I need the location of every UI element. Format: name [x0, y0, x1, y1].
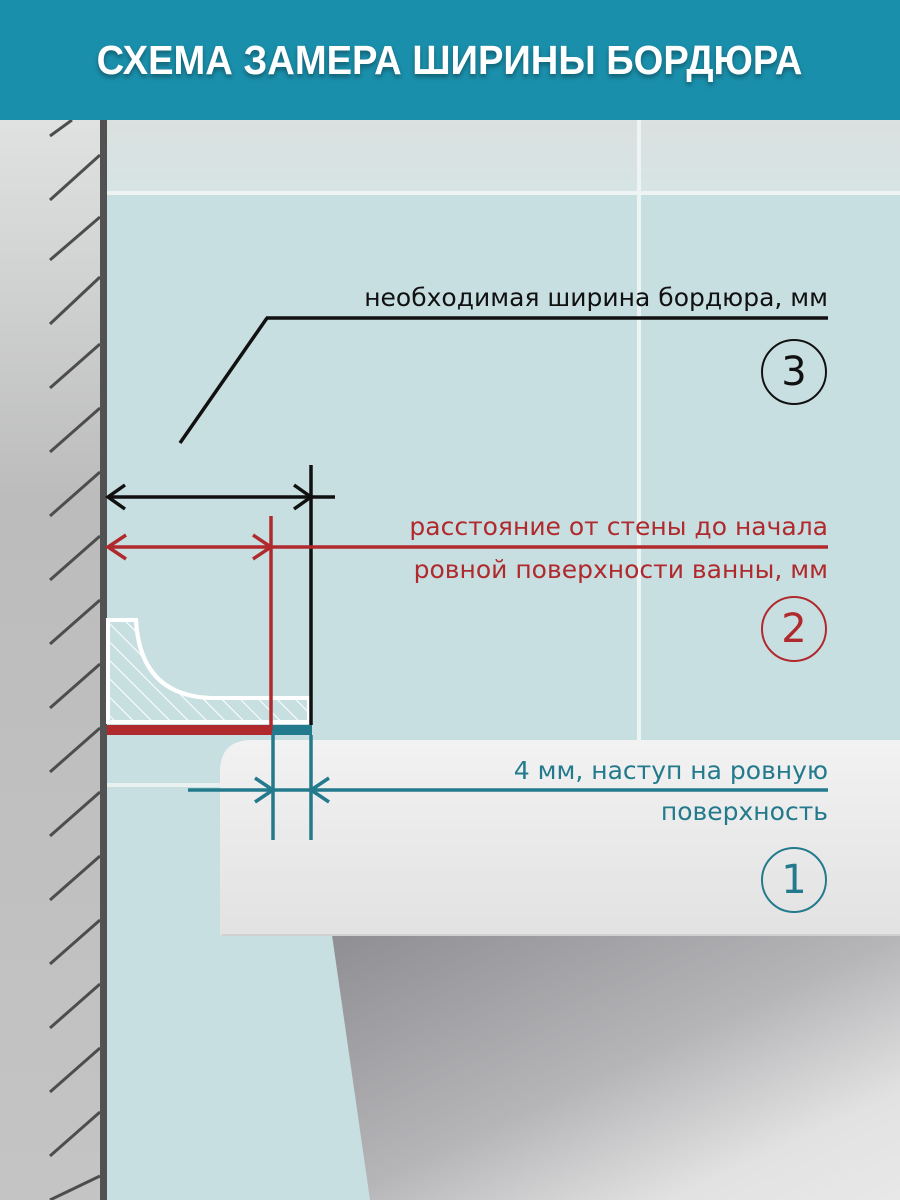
- label-overlap-line2: поверхность: [660, 797, 828, 826]
- label-border-width: необходимая ширина бордюра, мм: [364, 283, 828, 312]
- header-banner: СХЕМА ЗАМЕРА ШИРИНЫ БОРДЮРА: [0, 0, 900, 120]
- diagram-drawing: [0, 120, 900, 1200]
- label-distance-line1: расстояние от стены до начала: [409, 512, 828, 541]
- number-badge-2: 2: [761, 596, 827, 662]
- page-title: СХЕМА ЗАМЕРА ШИРИНЫ БОРДЮРА: [97, 36, 803, 83]
- dimension-line-1: [188, 735, 828, 840]
- label-distance-line2: ровной поверхности ванны, мм: [413, 555, 828, 584]
- label-overlap-line1: 4 мм, наступ на ровную: [513, 756, 828, 785]
- number-badge-1: 1: [761, 847, 827, 913]
- wall-hatch: [48, 120, 102, 1200]
- dimension-line-2: [104, 516, 828, 730]
- diagram-scene: необходимая ширина бордюра, мм 3 расстоя…: [0, 120, 900, 1200]
- number-badge-3: 3: [761, 339, 827, 405]
- dimension-line-3: [104, 316, 828, 725]
